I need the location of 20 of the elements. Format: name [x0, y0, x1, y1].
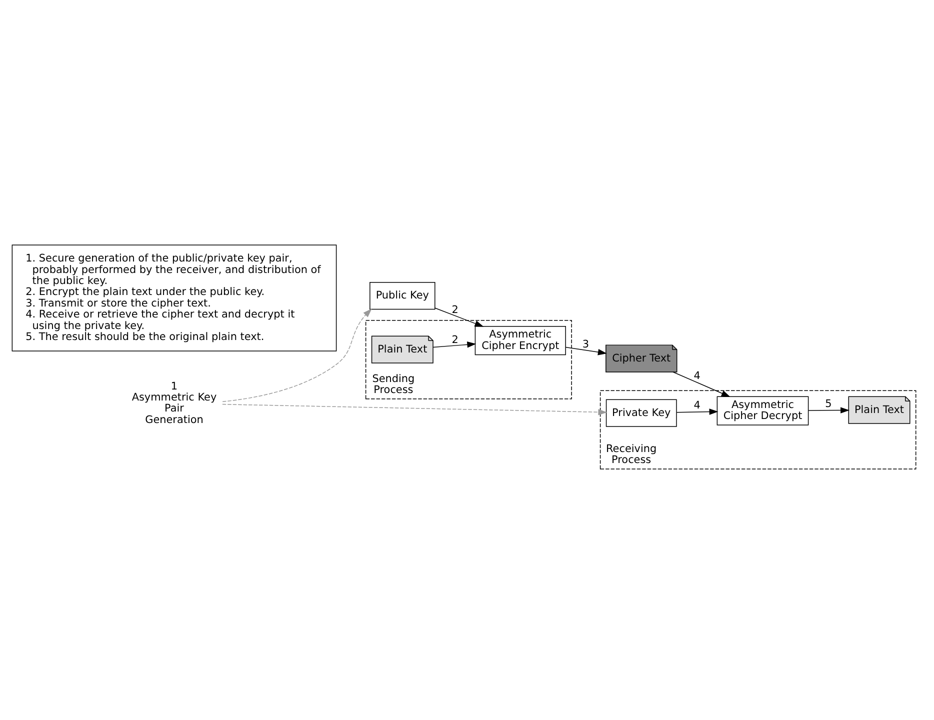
node-box: Asymmetric Cipher Decrypt — [716, 396, 809, 426]
edge-label: 5 — [825, 398, 832, 410]
arrow — [434, 308, 484, 327]
node-box: Public Key — [370, 282, 436, 310]
edge-label: 3 — [582, 338, 590, 350]
arrow — [808, 407, 850, 414]
node-box: 1. Secure generation of the public/private key pair, probably performed by the receiver, and distribution of the public key. 2. Encrypt the plain text under the public key. 3. Transmit or store the cipher text. 4. Receive or retrieve the cipher text and decrypt it using the private key. 5. The result should be the original plain text. — [12, 244, 337, 352]
arrow — [672, 372, 730, 397]
node-text: 1 Asymmetric Key Pair Generation — [132, 380, 217, 426]
node-box: Private Key — [606, 399, 677, 427]
arrow — [222, 404, 608, 416]
arrow — [565, 346, 607, 356]
arrow — [676, 408, 718, 415]
arrow — [432, 341, 476, 348]
edge-label: 2 — [452, 334, 458, 346]
node-box: Asymmetric Cipher Encrypt — [474, 326, 566, 356]
edge-label: 4 — [694, 370, 700, 382]
edge-label: 2 — [452, 304, 458, 316]
edge-label: 4 — [694, 400, 700, 412]
arrow — [222, 308, 372, 402]
